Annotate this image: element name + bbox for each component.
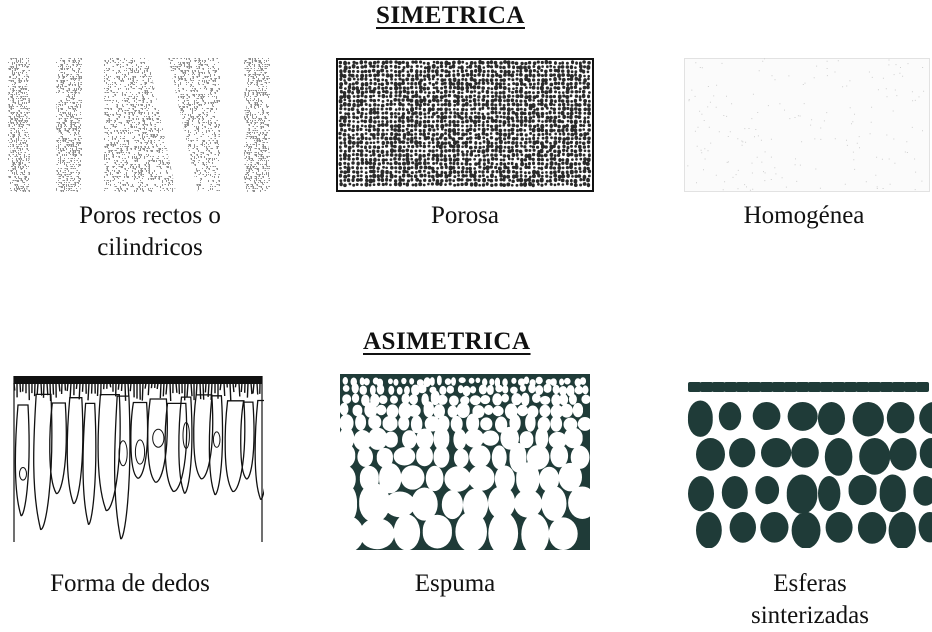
porous-diagram xyxy=(336,58,594,192)
straight-pores-label: Poros rectos o cilindricos xyxy=(40,200,260,264)
porous-label: Porosa xyxy=(395,200,535,232)
homogeneous-diagram xyxy=(684,58,930,192)
sintered-spheres-label: Esferas sinterizadas xyxy=(730,568,890,632)
straight-pores-diagram xyxy=(8,58,270,192)
symmetric-heading: SIMETRICA xyxy=(376,2,525,30)
homogeneous-label: Homogénea xyxy=(716,200,892,232)
finger-like-label: Forma de dedos xyxy=(20,568,240,600)
sintered-spheres-diagram xyxy=(686,380,932,548)
foam-diagram xyxy=(340,374,590,550)
finger-like-diagram xyxy=(12,374,264,546)
foam-label: Espuma xyxy=(385,568,525,600)
asymmetric-heading: ASIMETRICA xyxy=(363,328,531,356)
